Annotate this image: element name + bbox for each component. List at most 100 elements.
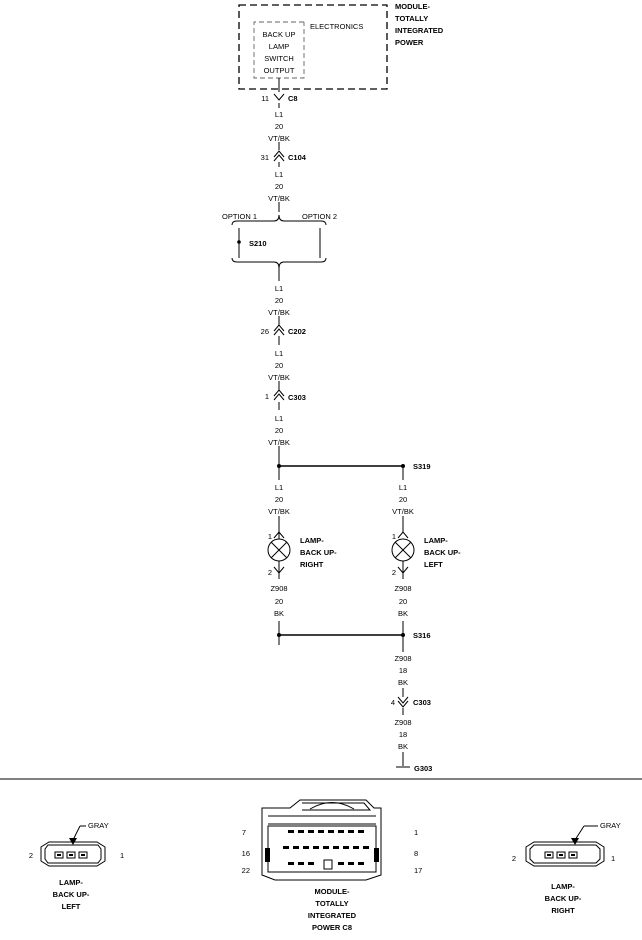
svg-text:1: 1 [414, 828, 418, 837]
svg-text:18: 18 [399, 666, 407, 675]
output-line-3: SWITCH [264, 54, 294, 63]
option-bracket: OPTION 1 OPTION 2 S210 [222, 212, 337, 269]
svg-text:S319: S319 [413, 462, 431, 471]
connector-c8: 11 C8 [261, 93, 298, 103]
svg-text:7: 7 [242, 828, 246, 837]
svg-text:LAMP-: LAMP- [424, 536, 448, 545]
svg-text:20: 20 [275, 426, 283, 435]
svg-text:16: 16 [242, 849, 250, 858]
splice-s316: S316 [277, 631, 431, 640]
module-title-4: POWER [395, 38, 424, 47]
wire-label-2: L1 20 VT/BK [268, 170, 290, 203]
svg-text:VT/BK: VT/BK [268, 194, 290, 203]
svg-text:1: 1 [120, 851, 124, 860]
option-2-label: OPTION 2 [302, 212, 337, 221]
svg-text:BK: BK [274, 609, 284, 618]
svg-text:C303: C303 [288, 393, 306, 402]
connector-c202: 26 C202 [261, 324, 306, 336]
module-title-2: TOTALLY [395, 14, 428, 23]
svg-text:BACK UP-: BACK UP- [545, 894, 582, 903]
svg-text:VT/BK: VT/BK [392, 507, 414, 516]
svg-text:GRAY: GRAY [88, 821, 109, 830]
svg-text:BK: BK [398, 609, 408, 618]
connector-c303-bottom: 4 C303 [391, 696, 431, 708]
svg-text:8: 8 [414, 849, 418, 858]
svg-text:LAMP-: LAMP- [300, 536, 324, 545]
wire-label-3: L1 20 VT/BK [268, 284, 290, 317]
svg-text:POWER C8: POWER C8 [312, 923, 352, 932]
svg-text:20: 20 [399, 495, 407, 504]
connector-view-tipm-c8: 7 16 22 1 8 17 MODULE- TOTALLY INTEGRATE… [242, 799, 422, 932]
module-outline [238, 4, 388, 90]
svg-text:20: 20 [275, 182, 283, 191]
svg-text:INTEGRATED: INTEGRATED [308, 911, 357, 920]
wire-label-7: Z908 20 BK Z908 20 BK [270, 584, 411, 618]
svg-text:1: 1 [268, 532, 272, 541]
svg-text:Z908: Z908 [270, 584, 287, 593]
wire-label-6: L1 20 VT/BK L1 20 VT/BK [268, 483, 414, 516]
connector-c303-top: 1 C303 [265, 389, 306, 402]
svg-text:VT/BK: VT/BK [268, 507, 290, 516]
svg-text:2: 2 [512, 854, 516, 863]
svg-text:22: 22 [242, 866, 250, 875]
output-line-1: BACK UP [263, 30, 296, 39]
svg-text:BACK UP-: BACK UP- [424, 548, 461, 557]
svg-text:LAMP-: LAMP- [59, 878, 83, 887]
wire-label-8: Z908 18 BK [394, 654, 411, 687]
wire-label-5: L1 20 VT/BK [268, 414, 290, 447]
s210-label: S210 [249, 239, 267, 248]
svg-text:C303: C303 [413, 698, 431, 707]
svg-text:L1: L1 [275, 414, 283, 423]
pin-row-1 [288, 830, 364, 833]
svg-text:Z908: Z908 [394, 654, 411, 663]
output-line-2: LAMP [269, 42, 289, 51]
svg-text:L1: L1 [275, 110, 283, 119]
main-wire [278, 78, 404, 766]
svg-text:2: 2 [29, 851, 33, 860]
svg-text:VT/BK: VT/BK [268, 134, 290, 143]
svg-text:26: 26 [261, 327, 269, 336]
pin-row-2 [283, 846, 369, 849]
svg-text:C104: C104 [288, 153, 307, 162]
svg-text:BACK UP-: BACK UP- [53, 890, 90, 899]
svg-text:L1: L1 [275, 284, 283, 293]
svg-text:20: 20 [275, 122, 283, 131]
svg-text:BK: BK [398, 742, 408, 751]
svg-text:20: 20 [275, 361, 283, 370]
svg-text:17: 17 [414, 866, 422, 875]
svg-text:Z908: Z908 [394, 718, 411, 727]
svg-text:C202: C202 [288, 327, 306, 336]
svg-text:VT/BK: VT/BK [268, 308, 290, 317]
svg-text:31: 31 [261, 153, 269, 162]
svg-text:VT/BK: VT/BK [268, 438, 290, 447]
splice-s319: S319 [277, 462, 431, 471]
pin-row-3 [288, 859, 364, 870]
svg-text:L1: L1 [275, 483, 283, 492]
connector-c104: 31 C104 [261, 150, 307, 162]
ground-g303: G303 [396, 764, 432, 773]
electronics-label: ELECTRONICS [310, 22, 363, 31]
svg-text:G303: G303 [414, 764, 432, 773]
lamp-backup-left: 1 2 LAMP- BACK UP- LEFT [391, 531, 461, 577]
svg-text:4: 4 [391, 698, 395, 707]
wire-label-9: Z908 18 BK [394, 718, 411, 751]
lamp-backup-right: 1 2 LAMP- BACK UP- RIGHT [267, 531, 337, 577]
module-title-1: MODULE- [395, 2, 430, 11]
svg-text:RIGHT: RIGHT [300, 560, 324, 569]
svg-text:LEFT: LEFT [424, 560, 443, 569]
svg-text:20: 20 [275, 495, 283, 504]
connector-view-lamp-left: GRAY 2 1 LAMP- BACK UP- LEFT [29, 821, 124, 911]
svg-text:2: 2 [392, 568, 396, 577]
svg-text:TOTALLY: TOTALLY [315, 899, 348, 908]
module-title-3: INTEGRATED [395, 26, 444, 35]
svg-text:LAMP-: LAMP- [551, 882, 575, 891]
svg-text:20: 20 [275, 597, 283, 606]
svg-text:BK: BK [398, 678, 408, 687]
svg-text:S316: S316 [413, 631, 431, 640]
option-1-label: OPTION 1 [222, 212, 257, 221]
svg-text:MODULE-: MODULE- [315, 887, 350, 896]
svg-text:1: 1 [611, 854, 615, 863]
svg-text:2: 2 [268, 568, 272, 577]
electronics-outline [253, 21, 305, 79]
